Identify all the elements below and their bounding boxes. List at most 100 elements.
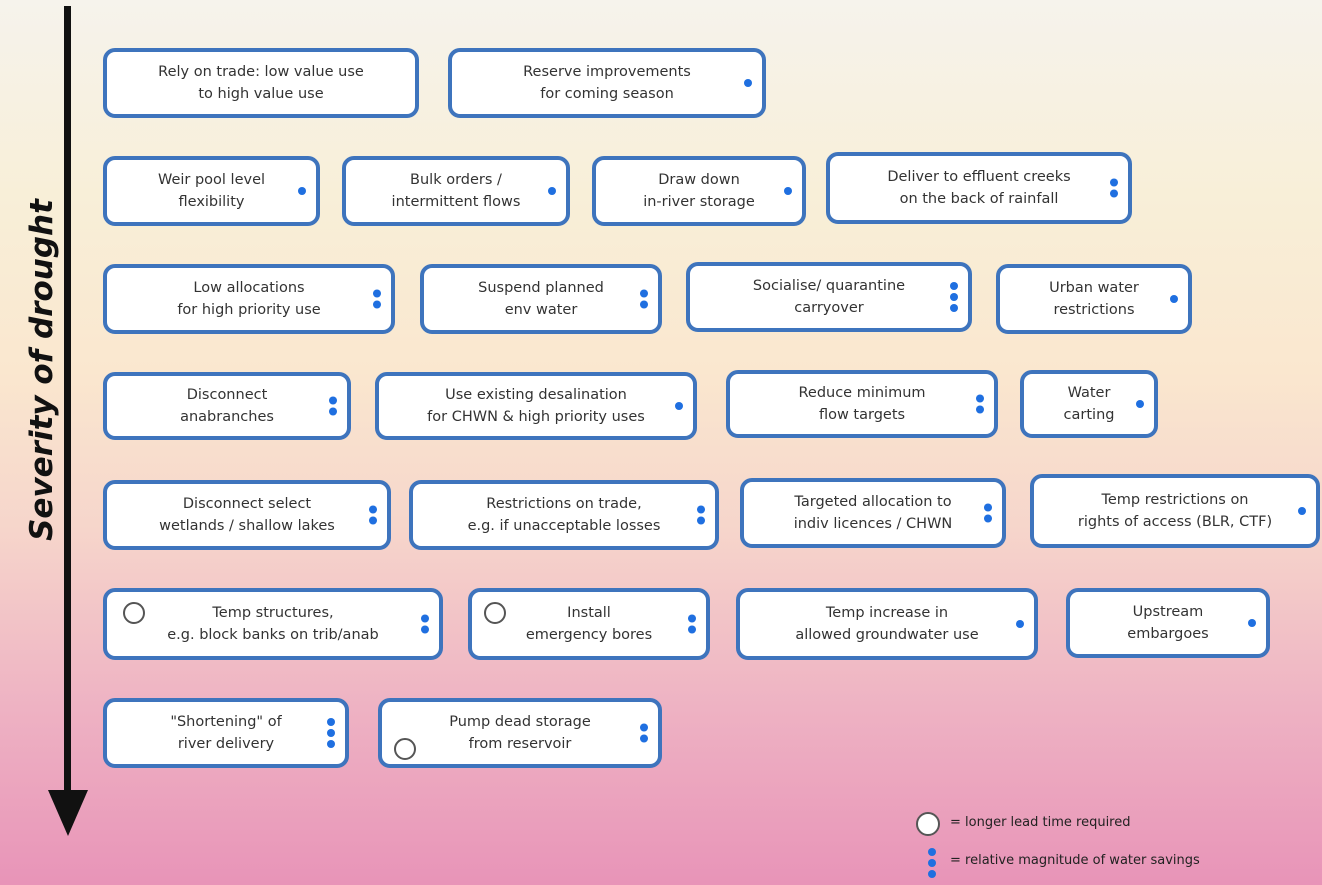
legend-clock-icon xyxy=(916,812,940,836)
water-savings-indicator xyxy=(373,289,381,309)
measure-label-line2: in-river storage xyxy=(643,194,755,210)
measure-label-line1: Upstream xyxy=(1132,603,1204,620)
measure-label-line1: Water xyxy=(1067,384,1111,401)
measure-box-urban-water-restrictions: Urban water restrictions xyxy=(996,264,1192,334)
lead-time-clock-icon xyxy=(484,602,506,624)
measure-box-socialise-quarantine: Socialise/ quarantine carryover xyxy=(686,262,972,332)
measure-box-low-allocations: Low allocations for high priority use xyxy=(103,264,395,334)
lead-time-clock-icon xyxy=(394,738,416,760)
measure-label-line2: for coming season xyxy=(540,86,674,102)
measure-box-deliver-to-effluent: Deliver to effluent creeks on the back of… xyxy=(826,152,1132,224)
measure-label-line2: carting xyxy=(1063,407,1115,423)
water-savings-indicator xyxy=(688,614,696,634)
measure-box-restrictions-on-trade: Restrictions on trade, e.g. if unacceptab… xyxy=(409,480,719,550)
measure-box-reserve-improvements: Reserve improvements for coming season xyxy=(448,48,766,118)
measure-label-line1: Temp restrictions on xyxy=(1101,491,1249,508)
water-savings-indicator xyxy=(1248,619,1256,627)
measure-label-line1: Deliver to effluent creeks xyxy=(887,168,1071,185)
measure-label-line2: flow targets xyxy=(818,407,906,423)
measure-box-use-existing-desalination: Use existing desalination for CHWN & high… xyxy=(375,372,697,440)
lead-time-clock-icon xyxy=(123,602,145,624)
measure-box-install-emergency-bores: Install emergency bores xyxy=(468,588,710,660)
water-savings-indicator xyxy=(984,503,992,523)
water-savings-indicator xyxy=(548,187,556,195)
measure-box-pump-dead-storage: Pump dead storage from reservoir xyxy=(378,698,662,768)
measure-box-targeted-allocation: Targeted allocation to indiv licences / C… xyxy=(740,478,1006,548)
measure-label-line1: Install xyxy=(567,604,611,621)
water-savings-indicator xyxy=(1110,178,1118,198)
water-savings-indicator xyxy=(329,396,337,416)
water-savings-indicator xyxy=(298,187,306,195)
water-savings-indicator xyxy=(640,723,648,743)
measure-label-line2: for CHWN & high priority uses xyxy=(427,409,645,425)
water-savings-indicator xyxy=(421,614,429,634)
measure-box-reduce-minimum-flow: Reduce minimum flow targets xyxy=(726,370,998,438)
measure-label-line2: env water xyxy=(504,302,578,318)
measure-label-line2: emergency bores xyxy=(525,627,653,643)
legend-clock-text: = longer lead time required xyxy=(950,815,1131,830)
measure-label-line2: on the back of rainfall xyxy=(899,191,1059,207)
water-savings-indicator xyxy=(744,79,752,87)
measure-box-water-carting: Water carting xyxy=(1020,370,1158,438)
legend-savings-text: = relative magnitude of water savings xyxy=(950,853,1200,868)
water-savings-indicator xyxy=(1136,400,1144,408)
measure-label-line1: Weir pool level xyxy=(157,171,266,188)
water-savings-indicator xyxy=(976,394,984,414)
measure-label-line1: Targeted allocation to xyxy=(794,493,952,510)
measure-label-line2: anabranches xyxy=(180,409,274,425)
measure-label-line2: embargoes xyxy=(1127,626,1209,642)
measure-label-line1: "Shortening" of xyxy=(170,713,282,730)
measure-box-suspend-planned: Suspend planned env water xyxy=(420,264,662,334)
measure-label-line2: carryover xyxy=(794,300,864,316)
measure-label-line1: Temp increase in xyxy=(825,604,949,621)
measure-label-line2: allowed groundwater use xyxy=(795,627,979,643)
measure-box-rely-on-trade: Rely on trade: low value use to high valu… xyxy=(103,48,419,118)
measure-label-line1: Urban water xyxy=(1049,279,1139,296)
measure-box-bulk-orders: Bulk orders / intermittent flows xyxy=(342,156,570,226)
measure-label-line2: to high value use xyxy=(198,86,324,102)
measure-label-line2: e.g. if unacceptable losses xyxy=(467,518,661,534)
measure-label-line1: Pump dead storage xyxy=(449,713,591,730)
water-savings-indicator xyxy=(1170,295,1178,303)
measure-label-line2: flexibility xyxy=(178,194,245,210)
water-savings-indicator xyxy=(1298,507,1306,515)
water-savings-indicator xyxy=(950,282,958,312)
measure-box-temp-increase-groundwater: Temp increase in allowed groundwater use xyxy=(736,588,1038,660)
measure-box-temp-structures: Temp structures,e.g. block banks on trib… xyxy=(103,588,443,660)
measure-label-line1: Reduce minimum xyxy=(798,384,926,401)
measure-label-line1: Low allocations xyxy=(193,279,305,296)
measure-box-disconnect-anabranches: Disconnect anabranches xyxy=(103,372,351,440)
measure-label-line2: from reservoir xyxy=(468,736,572,752)
water-savings-indicator xyxy=(327,718,335,748)
measure-box-upstream-embargoes: Upstream embargoes xyxy=(1066,588,1270,658)
measure-label-line1: Bulk orders / xyxy=(410,171,502,188)
measure-label-line1: Use existing desalination xyxy=(445,386,627,403)
water-savings-indicator xyxy=(369,505,377,525)
measure-label-line1: Reserve improvements xyxy=(523,63,691,80)
measure-box-shortening-river-delivery: "Shortening" of river delivery xyxy=(103,698,349,768)
measure-label-line1: Disconnect select xyxy=(182,495,312,512)
water-savings-indicator xyxy=(697,505,705,525)
measure-label-line1: Draw down xyxy=(658,171,740,188)
measure-box-temp-restrictions-access: Temp restrictions on rights of access (BL… xyxy=(1030,474,1320,548)
measure-label-line2: restrictions xyxy=(1053,302,1135,318)
measure-label-line2: river delivery xyxy=(177,736,275,752)
measure-label-line2: indiv licences / CHWN xyxy=(793,516,953,532)
severity-axis-line xyxy=(64,6,71,806)
water-savings-indicator xyxy=(1016,620,1024,628)
measure-label-line1: Rely on trade: low value use xyxy=(158,63,364,80)
measure-label-line2: intermittent flows xyxy=(391,194,521,210)
measure-box-draw-down: Draw down in-river storage xyxy=(592,156,806,226)
measure-label-line1: Restrictions on trade, xyxy=(486,495,642,512)
measure-label-line1: Disconnect xyxy=(186,386,268,403)
measure-label-line2: for high priority use xyxy=(177,302,321,318)
measure-box-weir-pool-level: Weir pool level flexibility xyxy=(103,156,320,226)
measure-label-line2: rights of access (BLR, CTF) xyxy=(1077,514,1273,530)
measure-label-line1: Suspend planned xyxy=(478,279,604,296)
water-savings-indicator xyxy=(784,187,792,195)
measure-label-line1: Socialise/ quarantine xyxy=(752,277,906,294)
severity-axis-arrowhead xyxy=(48,790,88,836)
measure-label-line1: Temp structures, xyxy=(212,604,334,621)
